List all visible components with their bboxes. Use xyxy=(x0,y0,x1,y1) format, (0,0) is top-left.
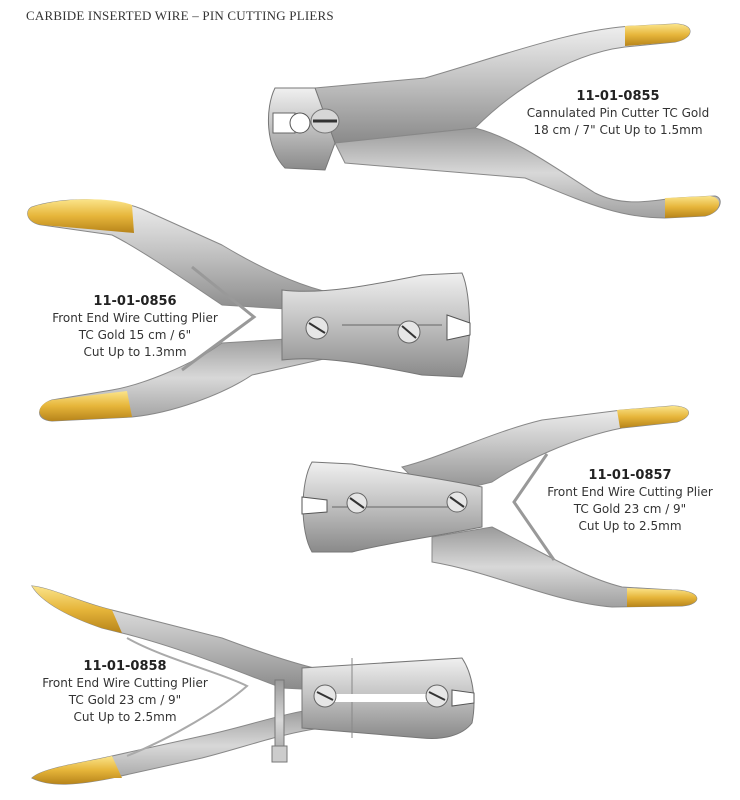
product-caption-11-01-0858: 11-01-0858 Front End Wire Cutting Plier … xyxy=(30,658,220,726)
page-title: CARBIDE INSERTED WIRE – PIN CUTTING PLIE… xyxy=(26,8,334,23)
product-caption-11-01-0855: 11-01-0855 Cannulated Pin Cutter TC Gold… xyxy=(508,88,728,139)
product-cut-capacity: Cut Up to 1.3mm xyxy=(83,345,187,359)
product-specs: TC Gold 15 cm / 6" xyxy=(78,328,192,342)
product-specs: TC Gold 23 cm / 9" xyxy=(68,693,182,707)
product-cut-capacity: Cut Up to 2.5mm xyxy=(578,519,682,533)
product-cut-capacity: Cut Up to 2.5mm xyxy=(73,710,177,724)
front-end-wire-cutting-plier-image xyxy=(301,405,698,608)
product-caption-11-01-0856: 11-01-0856 Front End Wire Cutting Plier … xyxy=(40,293,230,361)
product-code: 11-01-0858 xyxy=(83,659,167,674)
product-description: Front End Wire Cutting Plier xyxy=(52,311,218,325)
product-code: 11-01-0856 xyxy=(93,294,177,309)
product-code: 11-01-0857 xyxy=(588,468,672,483)
product-specs: TC Gold 23 cm / 9" xyxy=(573,502,687,516)
product-caption-11-01-0857: 11-01-0857 Front End Wire Cutting Plier … xyxy=(535,467,725,535)
product-description: Cannulated Pin Cutter TC Gold xyxy=(526,106,710,120)
product-description: Front End Wire Cutting Plier xyxy=(547,485,713,499)
cannulated-pin-cutter-image xyxy=(267,23,721,219)
front-end-wire-cutting-plier-image xyxy=(31,585,475,785)
product-code: 11-01-0855 xyxy=(576,89,660,104)
front-end-wire-cutting-plier-image xyxy=(27,199,471,422)
product-specs: 18 cm / 7" Cut Up to 1.5mm xyxy=(533,123,703,137)
product-description: Front End Wire Cutting Plier xyxy=(42,676,208,690)
